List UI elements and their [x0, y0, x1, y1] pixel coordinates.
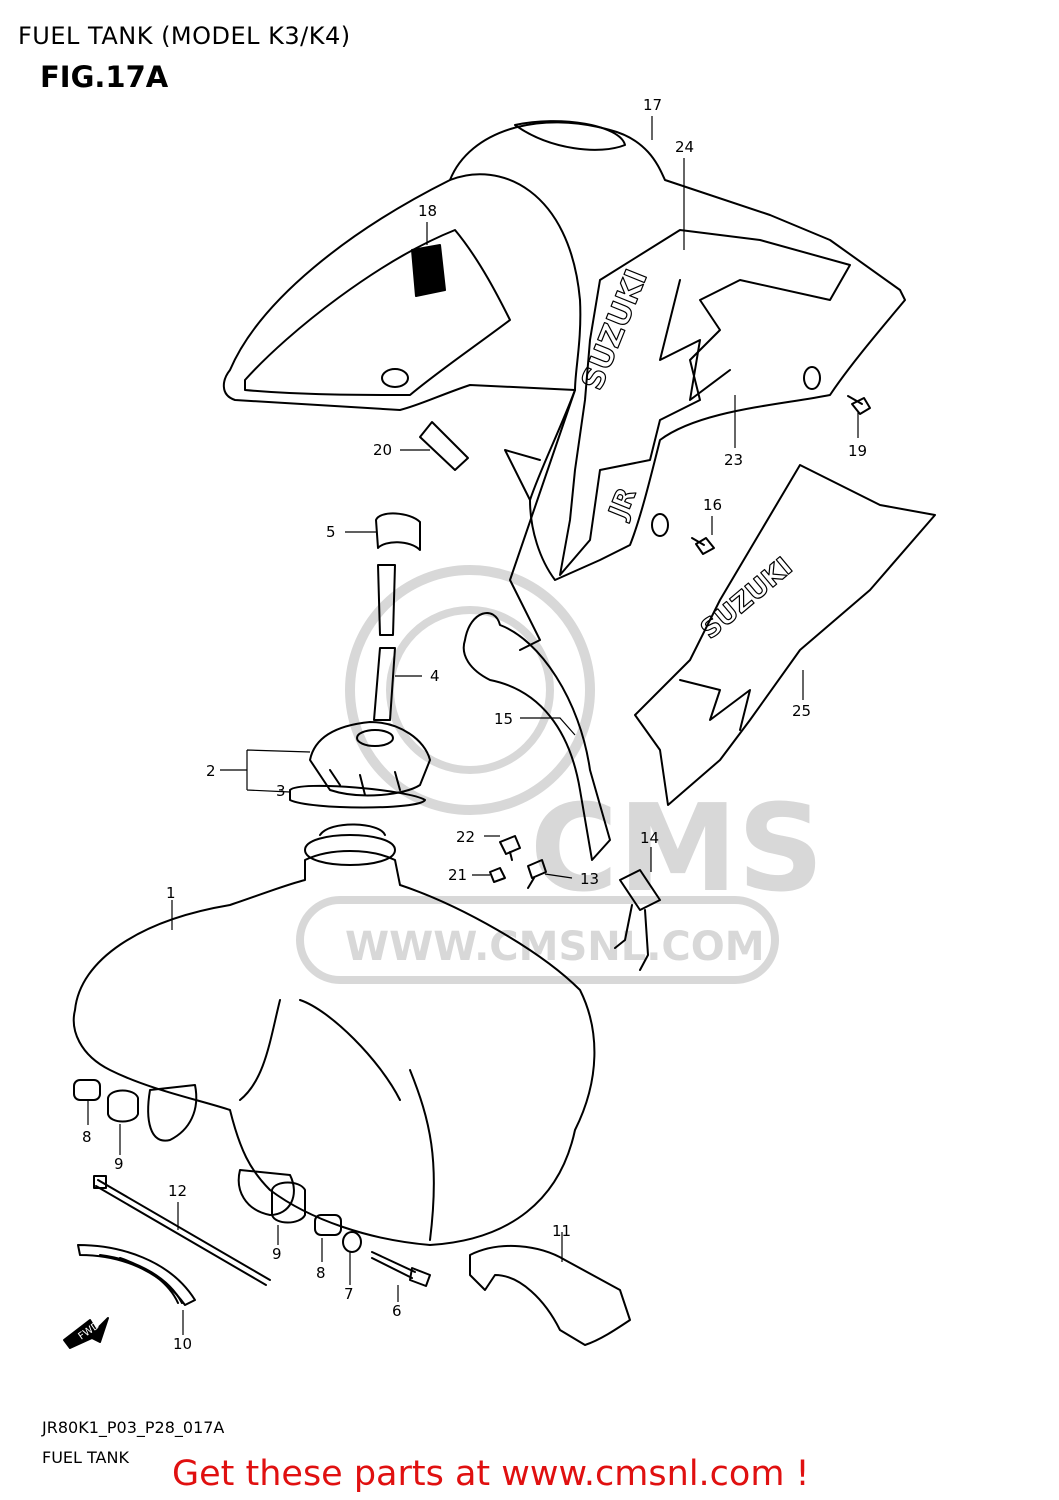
part-3-gasket	[289, 784, 426, 809]
decal-24-stripe	[659, 279, 731, 401]
callout-11: 11	[552, 1222, 571, 1240]
callout-20: 20	[373, 441, 392, 459]
callout-10: 10	[173, 1335, 192, 1353]
callout-3: 3	[276, 782, 286, 800]
part-18-label	[411, 244, 446, 297]
part-22-bolt	[499, 835, 521, 861]
callout-8-right: 8	[316, 1264, 326, 1282]
callout-8-left: 8	[82, 1128, 92, 1146]
part-9-damper-left	[107, 1089, 139, 1123]
part-9-damper-right	[271, 1181, 306, 1224]
callout-25: 25	[792, 702, 811, 720]
decal-24-model-text: JR	[603, 484, 643, 525]
decal-24-brand-text: SUZUKI	[575, 265, 655, 395]
callout-6: 6	[392, 1302, 402, 1320]
part-13-bolt	[527, 859, 547, 889]
callout-21: 21	[448, 866, 467, 884]
part-25-side-decal: SUZUKI	[634, 464, 936, 806]
watermark-brand: CMS	[530, 780, 824, 919]
part-11-guard	[469, 1245, 631, 1346]
part-5-clamp	[375, 512, 421, 551]
callout-9-left: 9	[114, 1155, 124, 1173]
callout-4: 4	[430, 667, 440, 685]
diagram-title: FUEL TANK (MODEL K3/K4)	[18, 22, 351, 50]
part-14-strap	[614, 869, 661, 971]
cover-ridge	[449, 173, 582, 391]
callout-22: 22	[456, 828, 475, 846]
part-21-nut	[489, 867, 506, 883]
part-16-screw	[691, 537, 715, 555]
diagram-code: JR80K1_P03_P28_017A	[42, 1418, 225, 1437]
callout-15: 15	[494, 710, 513, 728]
callout-7: 7	[344, 1285, 354, 1303]
callout-leaders	[87, 116, 859, 1335]
cover-c-mark	[381, 368, 409, 388]
watermark-emblem	[345, 565, 595, 815]
part-8-collar-right	[314, 1214, 342, 1236]
part-12-cable-tie	[95, 1179, 271, 1286]
callout-17: 17	[643, 96, 662, 114]
callout-numbers: 17 24 18 20 19 23 16 5 4 15 25 2 3 14 22…	[82, 96, 867, 1353]
decal-25-outline	[634, 464, 936, 806]
cover-inner-panel	[244, 229, 511, 396]
callout-14: 14	[640, 829, 659, 847]
cover-lower-edge	[504, 449, 541, 501]
part-6-bolt	[371, 1251, 431, 1287]
callout-16: 16	[703, 496, 722, 514]
watermark-url: WWW.CMSNL.COM	[345, 924, 765, 970]
part-12-tie-head	[93, 1175, 107, 1189]
watermark-emblem-inner	[386, 606, 554, 774]
callout-2: 2	[206, 762, 216, 780]
part-7-washer	[342, 1231, 362, 1253]
callout-19: 19	[848, 442, 867, 460]
watermark: CMS WWW.CMSNL.COM	[296, 565, 824, 984]
promo-banner[interactable]: Get these parts at www.cmsnl.com !	[172, 1454, 810, 1494]
part-15-bracket	[462, 612, 611, 861]
part-4-breather-hose	[373, 564, 396, 721]
part-2-fuel-cap	[309, 721, 431, 797]
decal-24-outline	[559, 229, 851, 576]
callout-5: 5	[326, 523, 336, 541]
decal-25-brand-text: SUZUKI	[695, 552, 798, 645]
cover-outline	[222, 121, 906, 581]
callout-1: 1	[166, 884, 176, 902]
part-10-heat-shield-ribs	[99, 1254, 183, 1304]
part-10-heat-shield	[77, 1244, 196, 1306]
decal-25-stripe	[679, 679, 751, 731]
callout-13: 13	[580, 870, 599, 888]
watermark-pill	[296, 896, 779, 984]
part-24-cover-decal: SUZUKI JR	[559, 229, 851, 576]
section-name: FUEL TANK	[42, 1448, 129, 1467]
part-8-collar-left	[73, 1079, 101, 1101]
part-20-pad	[419, 421, 469, 471]
cover-bolt-hole-lower	[651, 513, 669, 537]
callout-18: 18	[418, 202, 437, 220]
callout-9-right: 9	[272, 1245, 282, 1263]
callout-24: 24	[675, 138, 694, 156]
figure-number: FIG.17A	[40, 60, 169, 94]
callout-23: 23	[724, 451, 743, 469]
cover-bolt-hole	[803, 366, 821, 390]
part-19-screw	[847, 395, 871, 415]
callout-12: 12	[168, 1182, 187, 1200]
part-17-tank-cover	[222, 120, 906, 651]
cover-top-opening	[514, 120, 626, 151]
forward-direction-arrow	[63, 1317, 109, 1349]
part-1-fuel-tank	[72, 823, 596, 1246]
